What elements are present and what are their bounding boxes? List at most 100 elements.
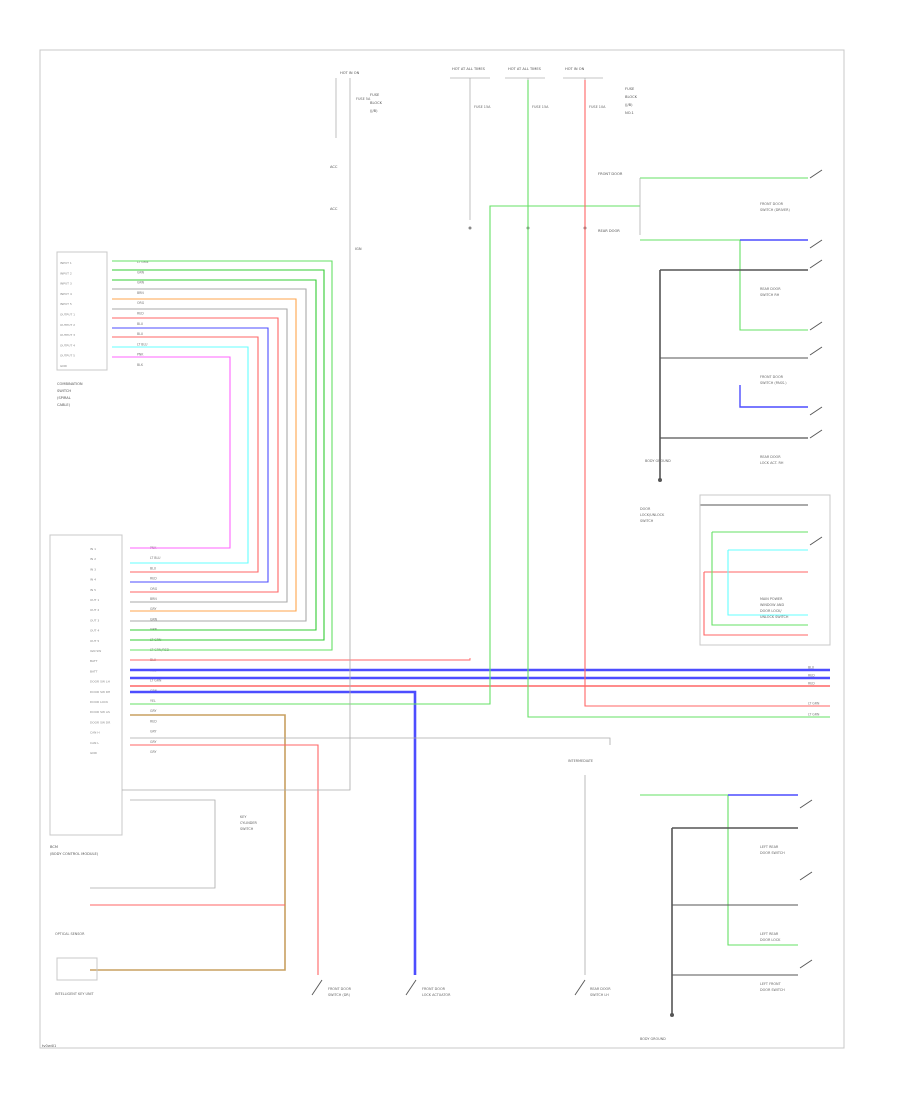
bcm-wire-code: RED [150,719,157,723]
wire-rt-blu2 [739,385,808,408]
bcm-wire-code: LT GRN [150,679,162,683]
bcm-pin-label: GND [90,751,98,755]
svg-text:LEFT REAR: LEFT REAR [760,932,779,936]
combo-wire-code: BLK [137,363,144,367]
bcm-pin-label: OUT 4 [90,629,99,633]
harness-loop-8 [112,336,259,573]
svg-text:(BODY CONTROL MODULE): (BODY CONTROL MODULE) [50,852,99,856]
bcm-pin-label: CAN H [90,731,100,735]
combo-wire-code: RED [137,312,144,316]
svg-text:LEFT FRONT: LEFT FRONT [760,982,782,986]
svg-text:REAR DOOR: REAR DOOR [760,287,781,291]
svg-text:BCM: BCM [50,845,58,849]
svg-text:DOOR: DOOR [640,507,651,511]
svg-text:SWITCH: SWITCH [57,389,71,393]
svg-text:FUSE: FUSE [625,87,635,91]
right-switch-group: FRONT DOOR REAR DOOR FRONT DOOR SWITCH (… [598,169,823,482]
svg-text:WINDOW AND: WINDOW AND [760,603,784,607]
svg-text:FRONT DOOR: FRONT DOOR [760,375,784,379]
bcm-wire-code: LT BLU [150,556,161,560]
power-supply-group: HOT IN ON FUSE 5A FUSE BLOCK (J/B) ACC A… [330,67,638,260]
right-pin-label: RED [808,682,815,686]
bcm-pin-label: IN 1 [90,547,96,551]
combo-wire-code: LT BLU [137,342,148,346]
svg-text:FRONT DOOR: FRONT DOOR [328,987,352,991]
svg-text:MAIN POWER: MAIN POWER [760,597,783,601]
bcm-pin-label: DOOR SW RH [90,690,110,694]
bcm-pin-label: IGN SW [90,649,101,653]
combo-pin-label: OUTPUT 5 [60,354,75,358]
fuse-1-sub: FUSE 5A [356,97,371,101]
combo-wire-code: ORG [137,301,145,305]
svg-text:DOOR LOCK: DOOR LOCK [760,938,781,942]
combo-pin-label: OUTPUT 2 [60,323,75,327]
svg-text:IGN: IGN [355,247,362,251]
combo-wire-code: GRN [137,281,145,285]
optical-sensor-label: OPTICAL SENSOR [55,932,85,936]
combo-wire-code: PNK [137,353,144,357]
ground-left-label: BODY GROUND [640,1037,666,1041]
bcm-pin-label: IN 4 [90,578,96,582]
svg-text:SWITCH RH: SWITCH RH [760,293,780,297]
harness-loop-5 [112,308,288,603]
wire-rt-2 [640,239,808,331]
svg-text:FUSE: FUSE [370,93,380,97]
combo-wire-code: GRN [137,270,145,274]
combo-pin-label: GND [60,364,68,368]
bcm-pin-label: DOOR SW AS [90,710,110,714]
svg-text:SWITCH: SWITCH [640,519,654,523]
bottom-devices: OPTICAL SENSOR INTELLIGENT KEY UNIT FRON… [55,815,611,997]
ground-right-label: BODY GROUND [645,459,671,463]
main-power-window-switch: DOOR LOCK/UNLOCK SWITCH MAIN POWER WINDO… [640,494,831,646]
svg-text:DOOR SWITCH: DOOR SWITCH [760,988,785,992]
svg-text:SWITCH (DRIVER): SWITCH (DRIVER) [760,208,790,212]
svg-text:DOOR LOCK/: DOOR LOCK/ [760,609,782,613]
bcm-pin-label: OUT 1 [90,598,99,602]
wire-lr-grn [640,794,798,946]
svg-text:INTERMEDIATE: INTERMEDIATE [568,759,593,763]
fuse-2-label: HOT AT ALL TIMES [452,67,486,71]
wire-pw-ltblu2 [727,550,808,616]
svg-text:FRONT DOOR: FRONT DOOR [760,202,784,206]
footer-code: tv0w4l1 [42,1044,56,1048]
bcm-pin-label: IN 2 [90,557,96,561]
svg-text:BLOCK: BLOCK [370,101,383,105]
combo-pin-label: INPUT 1 [60,261,72,265]
right-pin-label: BLU [808,666,815,670]
svg-text:CYLINDER: CYLINDER [240,821,258,825]
bcm-wire-code: GRY [150,750,156,754]
bcm-wire-code: ORG [150,587,158,591]
right-pin-label: RED [808,674,815,678]
wire-gry-key [90,799,216,889]
svg-text:DOOR SWITCH: DOOR SWITCH [760,851,785,855]
wire-brn-smartkey [90,714,286,971]
svg-text:REAR DOOR: REAR DOOR [760,455,781,459]
svg-text:SWITCH: SWITCH [240,827,254,831]
combo-pin-label: INPUT 3 [60,282,72,286]
svg-text:CABLE): CABLE) [57,403,71,407]
wire-red-door [130,744,319,975]
combination-switch: COMBINATION SWITCH (SPIRAL CABLE) INPUT … [56,251,149,407]
bcm-pin-label: DOOR SW LH [90,680,110,684]
fuse-2-sub: FUSE 15A [474,105,491,109]
combo-pin-label: OUTPUT 3 [60,333,75,337]
fuse-4-sub: FUSE 10A [589,105,606,109]
bcm-wire-code: RED [150,577,157,581]
bus-ltgrn-up [130,205,640,705]
bcm-wire-code: GRN [150,617,158,621]
harness-loop-6 [112,317,279,593]
combo-pin-label: INPUT 4 [60,292,72,296]
bcm-wire-code: GRY [150,730,156,734]
svg-text:REAR DOOR: REAR DOOR [590,987,611,991]
combo-pin-label: INPUT 5 [60,302,72,306]
bcm-pin-label: OUT 2 [90,608,99,612]
combo-wire-code: BLU [137,332,144,336]
svg-text:(J/B): (J/B) [625,103,633,107]
harness-loop-3 [112,288,307,622]
bcm-wire-code: BLU [150,566,157,570]
smart-key-label: INTELLIGENT KEY UNIT [55,992,95,996]
fuse-1-label: HOT IN ON [340,71,360,75]
